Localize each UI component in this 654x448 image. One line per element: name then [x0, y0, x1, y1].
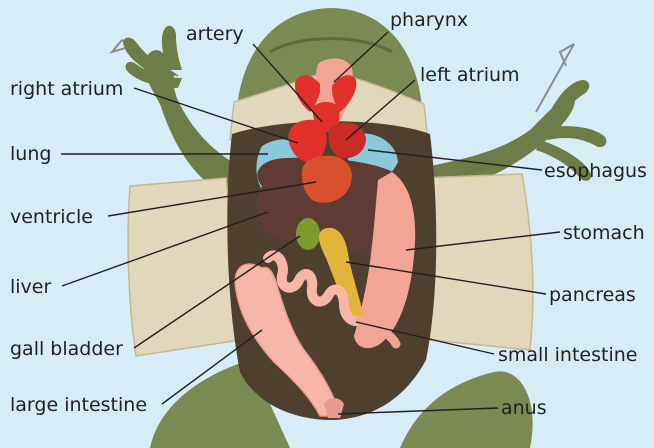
- gall-bladder-shape: [296, 218, 320, 250]
- label-left-atrium: left atrium: [420, 66, 520, 85]
- label-large-intestine: large intestine: [10, 396, 147, 415]
- label-esophagus: esophagus: [544, 162, 647, 181]
- label-gall-bladder: gall bladder: [10, 340, 123, 359]
- label-right-atrium: right atrium: [10, 80, 123, 99]
- label-liver: liver: [10, 278, 51, 297]
- label-pancreas: pancreas: [549, 286, 636, 305]
- label-artery: artery: [186, 25, 244, 44]
- label-small-intestine: small intestine: [498, 346, 637, 365]
- label-pharynx: pharynx: [390, 11, 468, 30]
- label-lung: lung: [10, 145, 51, 164]
- label-anus: anus: [501, 399, 547, 418]
- label-stomach: stomach: [563, 224, 645, 243]
- label-ventricle: ventricle: [10, 208, 93, 227]
